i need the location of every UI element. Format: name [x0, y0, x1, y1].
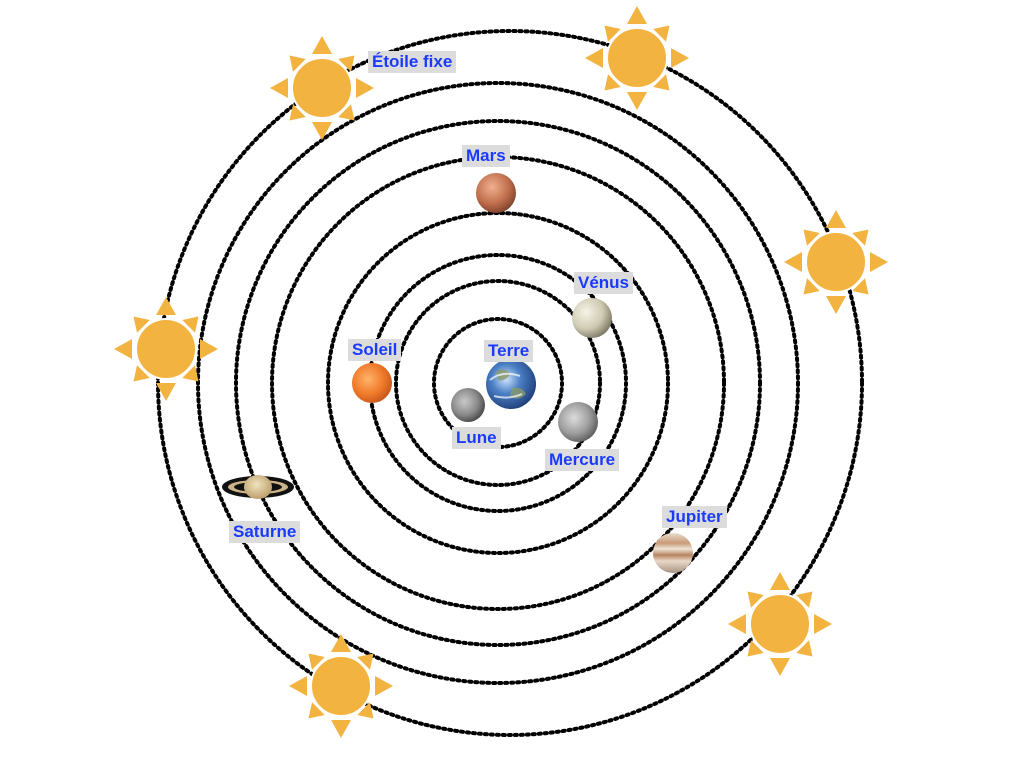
orbit-mercure: [394, 279, 602, 487]
mars-icon: [476, 173, 516, 213]
label-jupiter: Jupiter: [662, 506, 727, 528]
label-soleil: Soleil: [348, 339, 402, 361]
saturn-icon: [222, 475, 294, 499]
star-icon: [255, 21, 389, 155]
label-lune: Lune: [452, 427, 501, 449]
star-icon: [570, 0, 704, 125]
label-terre: Terre: [484, 340, 534, 362]
jupiter-icon: [653, 533, 693, 573]
earth-icon: [486, 359, 536, 409]
orbit-soleil: [326, 211, 670, 555]
label-etoile-fixe: Étoile fixe: [368, 51, 457, 73]
star-icon: [769, 195, 903, 329]
label-saturne: Saturne: [229, 521, 301, 543]
moon-icon: [451, 388, 485, 422]
star-icon: [274, 619, 408, 753]
star-icon: [99, 282, 233, 416]
sun-icon: [352, 363, 392, 403]
label-mars: Mars: [462, 145, 510, 167]
label-venus: Vénus: [574, 272, 634, 294]
orbit-saturne: [196, 81, 800, 685]
venus-icon: [572, 298, 612, 338]
star-icon: [713, 557, 847, 691]
bodies: [222, 173, 693, 573]
label-mercure: Mercure: [545, 449, 620, 471]
mercury-icon: [558, 402, 598, 442]
orbit-jupiter: [234, 119, 762, 647]
